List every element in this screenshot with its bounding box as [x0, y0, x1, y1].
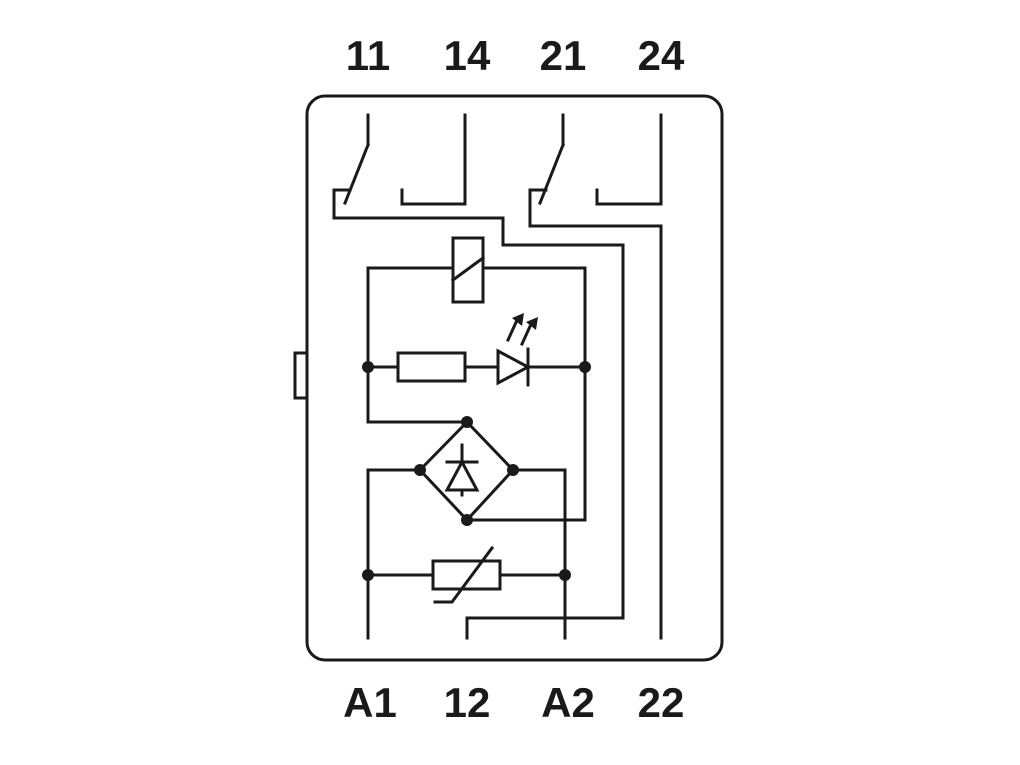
a1-wire: [366, 468, 422, 640]
junction-dot: [507, 464, 519, 476]
terminal-label-a2: A2: [541, 679, 595, 726]
terminal-label-12: 12: [444, 679, 491, 726]
a2-wire: [511, 468, 567, 640]
junction-dot: [461, 416, 473, 428]
terminal-label-22: 22: [638, 679, 685, 726]
terminal-label-11: 11: [346, 32, 390, 79]
junction-dot: [414, 464, 426, 476]
junction-dot: [559, 569, 571, 581]
junction-dot: [362, 361, 374, 373]
junction-nodes: [362, 361, 591, 581]
resistor-icon: [396, 351, 467, 383]
changeover-contact-icon: [528, 113, 663, 640]
relay-coil-icon: [450, 236, 486, 304]
coil-branch-wire: [465, 266, 587, 522]
terminal-label-21: 21: [540, 32, 587, 79]
varistor-icon: [431, 545, 502, 604]
housing-side-tab: [293, 351, 309, 400]
terminal-label-14: 14: [444, 32, 491, 79]
junction-dot: [579, 361, 591, 373]
junction-dot: [461, 514, 473, 526]
terminal-label-24: 24: [638, 32, 685, 79]
terminal-label-a1: A1: [343, 679, 397, 726]
changeover-contact-icon: [332, 113, 625, 640]
junction-dot: [362, 569, 374, 581]
